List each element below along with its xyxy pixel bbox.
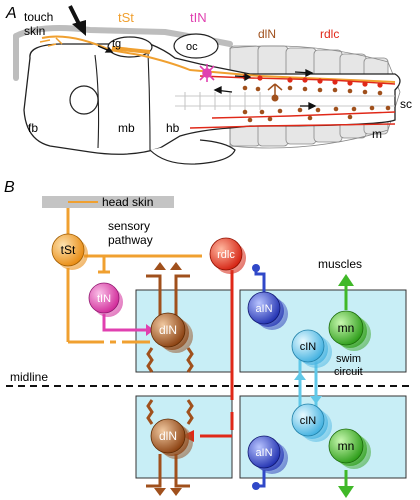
dln-top-arrows bbox=[154, 262, 182, 270]
tst-path bbox=[41, 35, 396, 83]
eye bbox=[69, 85, 99, 115]
label-ain-bottom: aIN bbox=[255, 447, 272, 459]
notochord bbox=[175, 92, 395, 110]
label-skin: skin bbox=[24, 24, 45, 38]
tst-pathway bbox=[66, 208, 200, 344]
dln-bottom-cell bbox=[150, 418, 193, 459]
label-pathway: pathway bbox=[108, 233, 153, 247]
fb-mb-boundary bbox=[94, 54, 100, 149]
dln-cell-a bbox=[267, 83, 283, 102]
label-mb: mb bbox=[118, 121, 135, 135]
tin-synapse bbox=[146, 324, 154, 336]
label-rdlc-a: rdlc bbox=[320, 27, 339, 41]
label-sensory: sensory bbox=[108, 219, 150, 233]
label-midline: midline bbox=[10, 370, 48, 384]
label-fb: fb bbox=[28, 121, 38, 135]
ain-bottom-synapse bbox=[252, 482, 260, 490]
cin-synapses bbox=[294, 372, 322, 404]
jaw-outline bbox=[149, 139, 236, 165]
signal-arrows bbox=[97, 45, 317, 111]
label-cin-bottom: cIN bbox=[300, 415, 317, 427]
label-oc: oc bbox=[186, 41, 198, 53]
label-tg: tg bbox=[112, 38, 121, 50]
mn-bottom-cell bbox=[328, 428, 371, 469]
dln-top-cell bbox=[150, 312, 193, 353]
dln-bottom-loop bbox=[146, 399, 194, 488]
panel-a-letter: A bbox=[5, 5, 17, 22]
label-swim: swim bbox=[336, 353, 361, 365]
ain-top-synapse bbox=[252, 264, 260, 272]
cin-top-cell bbox=[291, 329, 332, 368]
label-mn-bottom: mn bbox=[338, 439, 355, 453]
head-skin-bar bbox=[42, 196, 174, 208]
label-touch: touch bbox=[24, 10, 53, 24]
cin-bottom-cell bbox=[291, 403, 332, 442]
tin-cell bbox=[88, 282, 123, 317]
label-mn-top: mn bbox=[338, 321, 355, 335]
panel-b-letter: B bbox=[4, 179, 15, 196]
brain-outline bbox=[23, 43, 401, 155]
label-ain-top: aIN bbox=[255, 303, 272, 315]
label-dln-bottom: dlN bbox=[159, 429, 177, 443]
otic-capsule bbox=[173, 33, 219, 59]
ain-top-cell bbox=[247, 291, 288, 330]
label-m: m bbox=[372, 127, 382, 141]
dln-top-loop bbox=[146, 274, 194, 373]
dln-dots bbox=[242, 85, 391, 123]
mn-arrowheads bbox=[338, 274, 354, 498]
label-tin-b: tIN bbox=[97, 293, 111, 305]
tin-to-dln bbox=[102, 314, 150, 332]
label-dln-top: dlN bbox=[159, 323, 177, 337]
tst-cell bbox=[51, 233, 88, 270]
label-circuit: circuit bbox=[334, 366, 363, 378]
label-tst-a: tSt bbox=[118, 10, 134, 25]
rdlc-axon-lower bbox=[211, 111, 396, 119]
tin-cell-a bbox=[199, 64, 215, 82]
label-head-skin: head skin bbox=[102, 195, 153, 209]
label-sc: sc bbox=[400, 97, 412, 111]
label-muscles: muscles bbox=[318, 257, 362, 271]
label-dln-a: dlN bbox=[258, 27, 276, 41]
tst-cell-body bbox=[111, 46, 151, 54]
label-hb: hb bbox=[166, 121, 180, 135]
skin-endings bbox=[39, 37, 63, 47]
mb-hb-boundary bbox=[147, 51, 151, 151]
dln-bottom-arrows bbox=[154, 488, 182, 496]
label-cin-top: cIN bbox=[300, 341, 317, 353]
label-tst-b: tSt bbox=[61, 243, 76, 257]
ain-bottom-cell bbox=[247, 435, 288, 474]
rdlc-cell bbox=[209, 237, 246, 274]
label-rdlc-b: rdlc bbox=[217, 249, 235, 261]
touch-arrow bbox=[68, 5, 86, 36]
label-tin-a: tIN bbox=[190, 10, 207, 25]
mn-top-cell bbox=[328, 310, 371, 351]
rdlc-axon-lowest bbox=[189, 123, 396, 129]
